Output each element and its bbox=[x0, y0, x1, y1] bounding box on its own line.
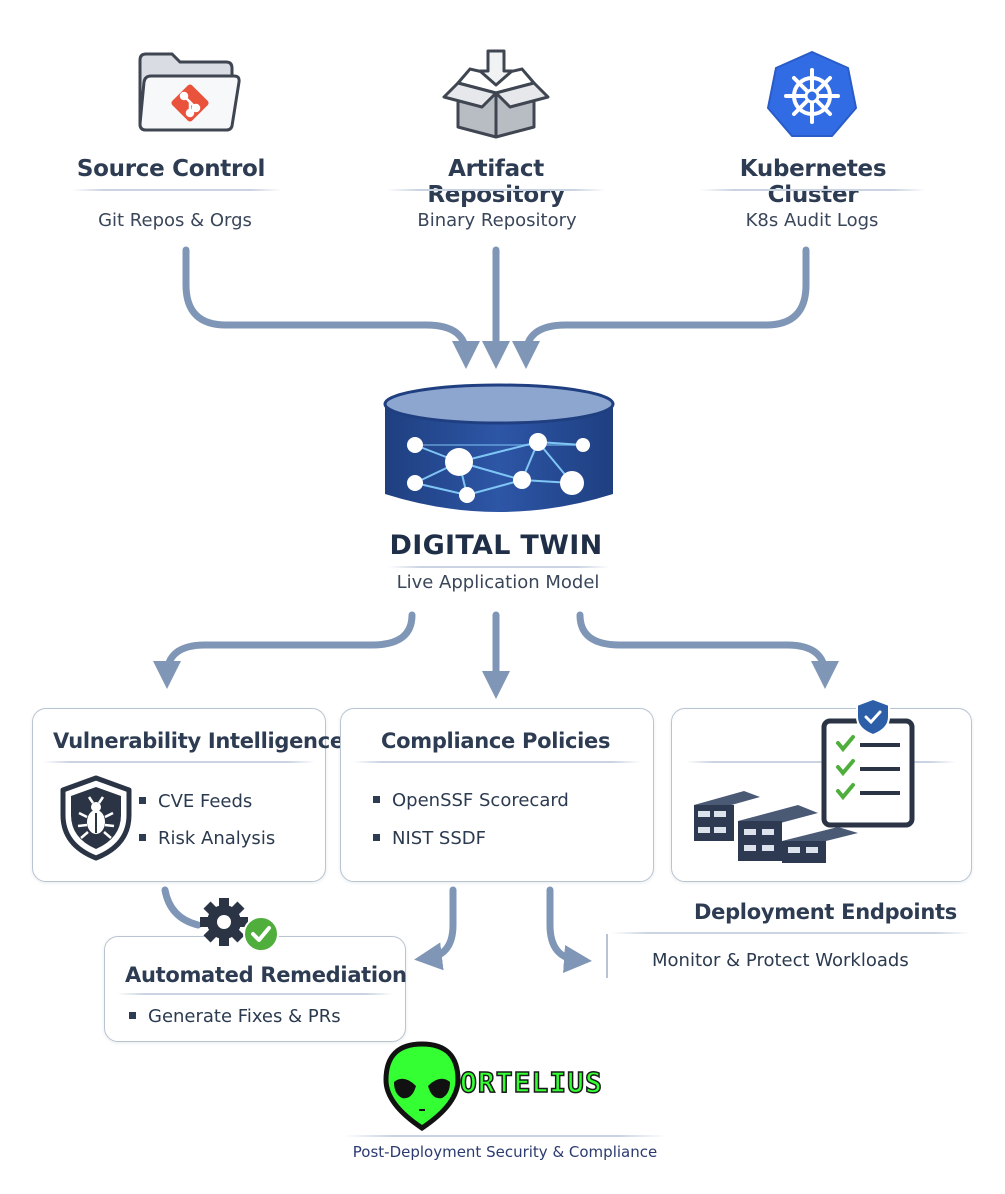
artifact-rule bbox=[386, 189, 606, 191]
kubernetes-subtitle: K8s Audit Logs bbox=[745, 210, 879, 231]
arrow-compliance-to-remediation bbox=[414, 886, 457, 971]
compliance-item-nist: NIST SSDF bbox=[373, 828, 486, 849]
arrow-compliance-to-deployment bbox=[546, 886, 592, 973]
deployment-panel-edge bbox=[606, 934, 608, 978]
remediation-item-label: Generate Fixes & PRs bbox=[148, 1006, 341, 1027]
arrow-vuln-to-remediation bbox=[161, 886, 202, 929]
database-graph-icon bbox=[383, 383, 615, 512]
brand-rule bbox=[344, 1135, 666, 1137]
vulnerability-title: Vulnerability Intelligence bbox=[53, 729, 344, 753]
vulnerability-item-cve: CVE Feeds bbox=[139, 791, 252, 812]
remediation-title: Automated Remediation bbox=[125, 963, 407, 987]
arrow-k8s-to-twin bbox=[512, 246, 810, 369]
digital-twin-rule bbox=[388, 566, 610, 568]
digital-twin-title: DIGITAL TWIN bbox=[389, 530, 603, 561]
servers-checklist-icon bbox=[694, 697, 915, 863]
deployment-subtitle: Monitor & Protect Workloads bbox=[652, 950, 909, 971]
source-subtitle: Git Repos & Orgs bbox=[98, 210, 252, 231]
package-box-icon bbox=[442, 49, 550, 139]
artifact-subtitle: Binary Repository bbox=[417, 210, 577, 231]
vulnerability-item-label: Risk Analysis bbox=[158, 828, 276, 849]
kubernetes-helm-icon bbox=[767, 51, 857, 137]
deployment-card[interactable] bbox=[671, 697, 972, 882]
source-rule bbox=[72, 189, 282, 191]
compliance-item-label: OpenSSF Scorecard bbox=[392, 790, 569, 811]
compliance-item-openssf: OpenSSF Scorecard bbox=[373, 790, 569, 811]
arrow-twin-to-vulnerability bbox=[153, 611, 416, 689]
folder-git-icon bbox=[138, 52, 241, 132]
vulnerability-rule bbox=[43, 761, 315, 763]
brand-wordmark: ORTELIUS bbox=[459, 1065, 603, 1100]
gear-check-icon bbox=[200, 898, 279, 952]
shield-bug-icon bbox=[60, 775, 132, 861]
compliance-card[interactable]: Compliance Policies OpenSSF Scorecard NI… bbox=[340, 708, 654, 882]
source-title: Source Control bbox=[76, 156, 266, 182]
vulnerability-item-risk: Risk Analysis bbox=[139, 828, 275, 849]
remediation-item-fixes: Generate Fixes & PRs bbox=[129, 1006, 341, 1027]
compliance-title: Compliance Policies bbox=[381, 729, 611, 753]
deployment-rule-bottom bbox=[612, 932, 970, 934]
artifact-title: Artifact Repository bbox=[427, 156, 565, 208]
compliance-rule bbox=[353, 761, 641, 763]
brand-tagline: Post-Deployment Security & Compliance bbox=[352, 1143, 658, 1161]
kubernetes-title: Kubernetes Cluster bbox=[739, 156, 887, 208]
deployment-rule-top bbox=[686, 761, 956, 763]
deployment-title: Deployment Endpoints bbox=[694, 900, 957, 924]
vulnerability-card[interactable]: Vulnerability Intelligence CVE Feeds Ris… bbox=[32, 708, 344, 882]
remediation-rule bbox=[117, 993, 393, 995]
arrow-source-to-twin bbox=[182, 246, 480, 369]
alien-logo-icon bbox=[383, 1041, 461, 1132]
kubernetes-rule bbox=[700, 189, 926, 191]
digital-twin-subtitle: Live Application Model bbox=[396, 572, 600, 593]
vulnerability-item-label: CVE Feeds bbox=[158, 791, 253, 812]
arrow-twin-to-deployment bbox=[576, 611, 839, 689]
compliance-item-label: NIST SSDF bbox=[392, 828, 486, 849]
